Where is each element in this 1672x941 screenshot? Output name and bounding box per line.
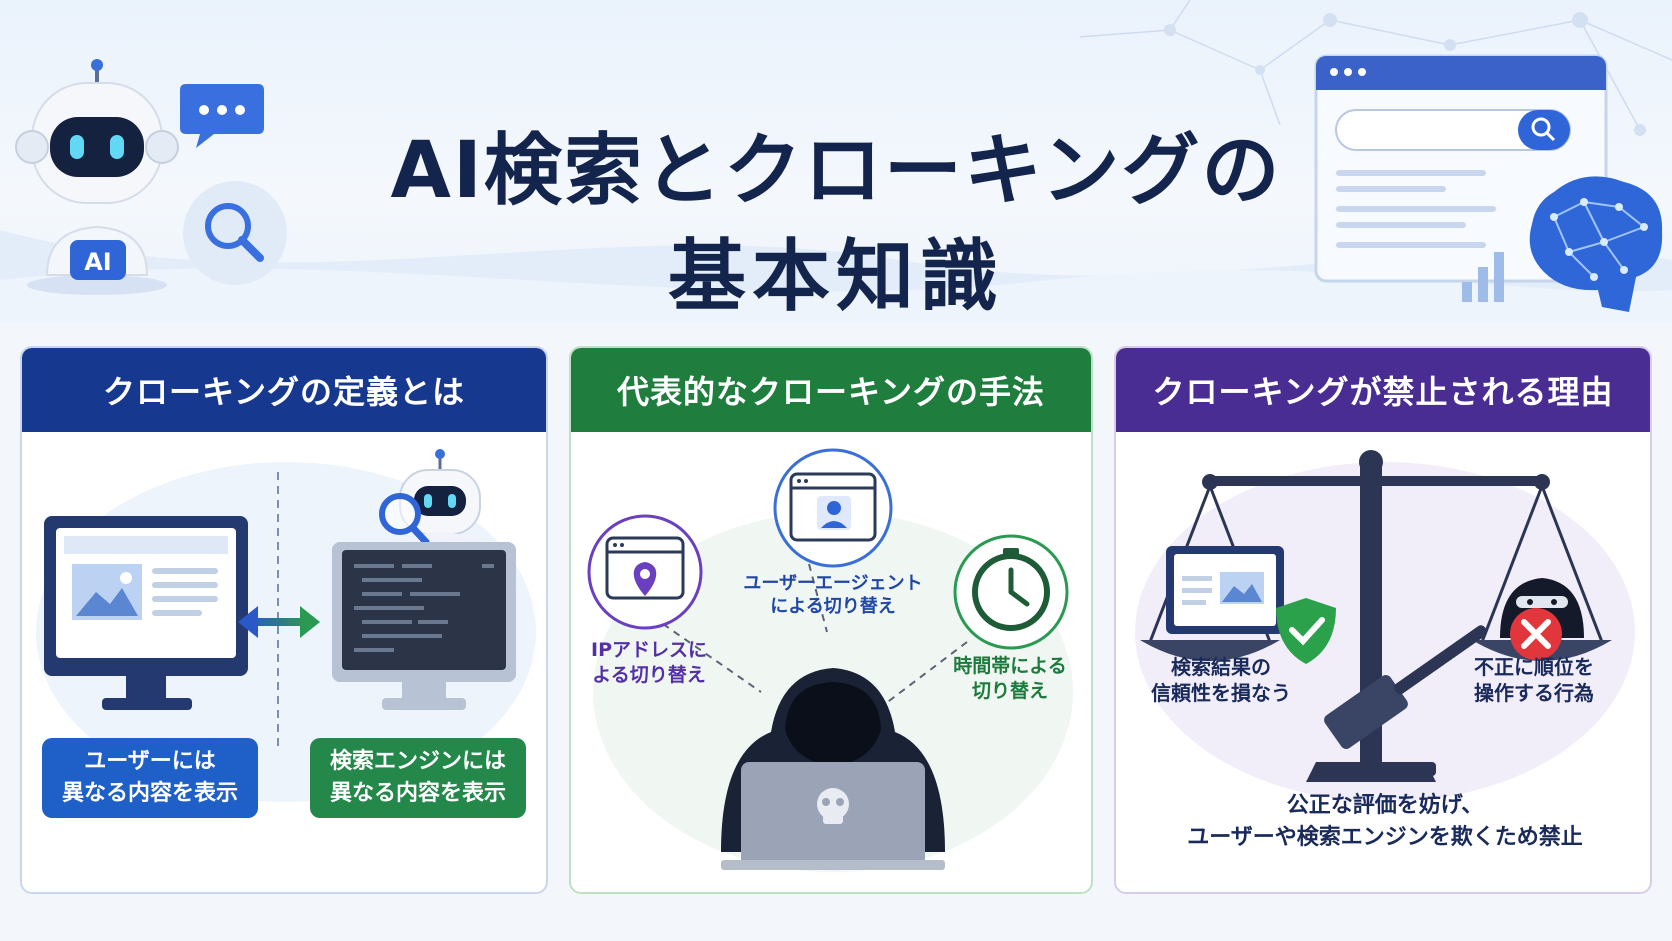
user-content-badge-line1: ユーザーには bbox=[84, 749, 216, 774]
user-content-badge-line2: 異なる内容を表示 bbox=[61, 780, 238, 806]
reason-conclusion-line2: ユーザーや検索エンジンを欺くため禁止 bbox=[1187, 824, 1583, 850]
reason-manipulation-label: 不正に順位を 操作する行為 bbox=[1444, 654, 1624, 706]
header-banner: AI bbox=[0, 0, 1672, 322]
search-icon bbox=[183, 181, 287, 285]
user-icon bbox=[773, 448, 893, 568]
engine-content-badge: 検索エンジンには 異なる内容を表示 bbox=[310, 738, 526, 818]
definition-illustration bbox=[36, 449, 536, 802]
panel-methods-title: 代表的なクローキングの手法 bbox=[571, 348, 1091, 432]
panel-reasons: クローキングが禁止される理由 bbox=[1114, 346, 1652, 894]
reason-reliability-line1: 検索結果の bbox=[1171, 655, 1271, 679]
reason-manipulation-line1: 不正に順位を bbox=[1474, 655, 1594, 679]
method-ip-label: IPアドレスに よる切り替え bbox=[579, 638, 719, 687]
panel-reasons-title: クローキングが禁止される理由 bbox=[1116, 348, 1650, 432]
engine-content-badge-line1: 検索エンジンには bbox=[329, 749, 506, 774]
robot-badge-text: AI bbox=[84, 248, 112, 276]
reason-conclusion-line1: 公正な評価を妨げ、 bbox=[1286, 793, 1484, 818]
reason-conclusion-label: 公正な評価を妨げ、 ユーザーや検索エンジンを欺くため禁止 bbox=[1126, 790, 1644, 854]
panel-definition-title: クローキングの定義とは bbox=[22, 348, 546, 432]
method-time-label: 時間帯による 切り替え bbox=[935, 654, 1085, 703]
header-wave bbox=[0, 230, 1672, 322]
panel-definition: クローキングの定義とは bbox=[20, 346, 548, 894]
location-pin-icon bbox=[587, 514, 703, 630]
robot-icon: AI bbox=[15, 59, 179, 295]
shield-check-icon bbox=[1276, 598, 1336, 664]
method-ip-label-line1: IPアドレスに bbox=[591, 639, 707, 661]
search-icon bbox=[379, 493, 430, 546]
method-time-label-line1: 時間帯による bbox=[953, 655, 1067, 677]
method-ua-label: ユーザーエージェント による切り替え bbox=[723, 572, 943, 619]
chat-bubble-icon bbox=[180, 84, 264, 148]
reasons-illustration bbox=[1135, 450, 1635, 802]
methods-illustration bbox=[587, 448, 1073, 872]
monitor-icon bbox=[1166, 546, 1284, 634]
brain-icon bbox=[1529, 176, 1663, 312]
method-ip-label-line2: よる切り替え bbox=[592, 663, 706, 686]
reason-reliability-line2: 信頼性を損なう bbox=[1151, 681, 1291, 705]
clock-icon bbox=[953, 534, 1069, 650]
skull-icon bbox=[817, 788, 849, 824]
monitor-icon bbox=[332, 542, 516, 710]
reason-manipulation-line2: 操作する行為 bbox=[1474, 681, 1594, 705]
cross-icon bbox=[1510, 608, 1562, 660]
page-title-line1: AI検索とクローキングの bbox=[390, 126, 1282, 216]
engine-content-badge-line2: 異なる内容を表示 bbox=[329, 780, 506, 806]
network-decoration bbox=[1080, 0, 1672, 136]
method-ua-label-line2: による切り替え bbox=[770, 596, 896, 618]
monitor-icon bbox=[44, 516, 248, 710]
method-time-label-line2: 切り替え bbox=[971, 679, 1048, 702]
gavel-icon bbox=[1324, 625, 1488, 776]
user-content-badge: ユーザーには 異なる内容を表示 bbox=[42, 738, 258, 818]
double-arrow-icon bbox=[238, 606, 320, 638]
reason-reliability-label: 検索結果の 信頼性を損なう bbox=[1136, 654, 1306, 706]
page-title-line2: 基本知識 bbox=[667, 232, 1004, 322]
panel-methods: 代表的なクローキングの手法 bbox=[569, 346, 1093, 894]
method-ua-label-line1: ユーザーエージェント bbox=[743, 573, 923, 594]
